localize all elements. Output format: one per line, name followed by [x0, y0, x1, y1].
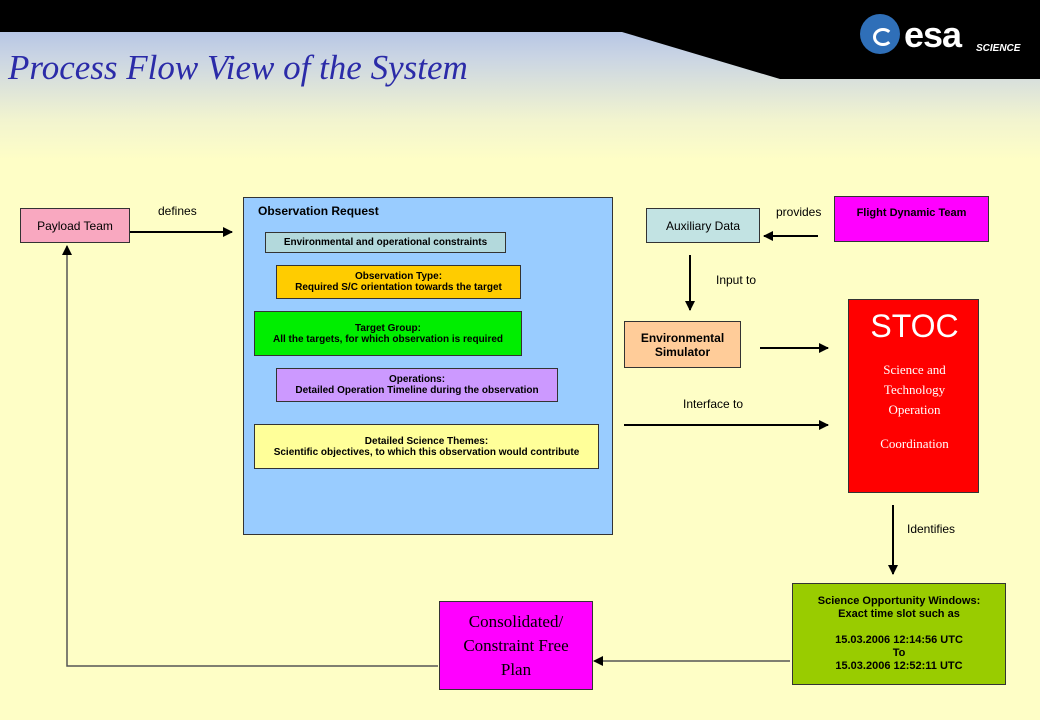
sow-end: 15.03.2006 12:52:11 UTC [835, 660, 963, 672]
observation-request-box: Observation Request [243, 197, 613, 535]
observation-type-box: Observation Type: Required S/C orientati… [276, 265, 521, 299]
operations-title: Operations: [388, 374, 446, 385]
esa-logo-sub: SCIENCE [976, 43, 1021, 54]
target-group-text: All the targets, for which observation i… [272, 333, 504, 345]
sow-line2: Exact time slot such as [838, 608, 960, 620]
target-group-box: Target Group: All the targets, for which… [254, 311, 522, 356]
auxiliary-data-label: Auxiliary Data [665, 218, 741, 233]
science-themes-box: Detailed Science Themes: Scientific obje… [254, 424, 599, 469]
observation-type-text: Required S/C orientation towards the tar… [295, 282, 502, 293]
consolidated-plan-box: Consolidated/ Constraint Free Plan [439, 601, 593, 690]
esa-logo-icon [860, 14, 900, 54]
stoc-box: STOC Science and Technology Operation Co… [848, 299, 979, 493]
observation-type-title: Observation Type: [354, 271, 443, 282]
stoc-title: STOC [870, 308, 959, 344]
sow-line1: Science Opportunity Windows: [817, 595, 981, 607]
auxiliary-data-box: Auxiliary Data [646, 208, 760, 243]
payload-team-label: Payload Team [37, 218, 113, 233]
operations-text: Detailed Operation Timeline during the o… [295, 385, 539, 396]
environmental-simulator-box: Environmental Simulator [624, 321, 741, 368]
label-interface-to: Interface to [683, 397, 744, 411]
flight-dynamic-team-label: Flight Dynamic Team [856, 207, 967, 219]
stoc-line3: Operation [888, 402, 941, 417]
payload-team-box: Payload Team [20, 208, 130, 243]
environmental-simulator-line2: Simulator [654, 344, 711, 359]
env-constraints-box: Environmental and operational constraint… [265, 232, 506, 253]
environmental-simulator-line1: Environmental [640, 330, 725, 345]
flight-dynamic-team-box: Flight Dynamic Team [834, 196, 989, 242]
science-themes-title: Detailed Science Themes: [364, 435, 489, 447]
label-identifies: Identifies [907, 522, 956, 536]
arrow-plan-to-payload [62, 245, 438, 667]
label-input-to: Input to [716, 273, 757, 287]
label-provides: provides [776, 205, 822, 219]
sow-start: 15.03.2006 12:14:56 UTC [835, 634, 963, 646]
science-opportunity-windows-box: Science Opportunity Windows: Exact time … [792, 583, 1006, 685]
plan-line2: Constraint Free [463, 635, 569, 655]
env-constraints-label: Environmental and operational constraint… [283, 237, 488, 248]
esa-logo-word: esa [904, 14, 962, 55]
stoc-line1: Science and [883, 362, 946, 377]
plan-line1: Consolidated/ [468, 611, 564, 631]
header-bar [0, 0, 1040, 79]
plan-line3: Plan [500, 659, 532, 679]
operations-box: Operations: Detailed Operation Timeline … [276, 368, 558, 402]
page-title: Process Flow View of the System [8, 48, 468, 87]
stoc-line4: Coordination [880, 436, 949, 451]
esa-logo: esa SCIENCE [860, 12, 1030, 58]
target-group-title: Target Group: [355, 322, 421, 334]
sow-to: To [892, 647, 906, 659]
science-themes-text: Scientific objectives, to which this obs… [273, 446, 580, 458]
label-defines: defines [158, 204, 197, 218]
observation-request-label: Observation Request [258, 204, 379, 218]
stoc-line2: Technology [883, 382, 946, 397]
